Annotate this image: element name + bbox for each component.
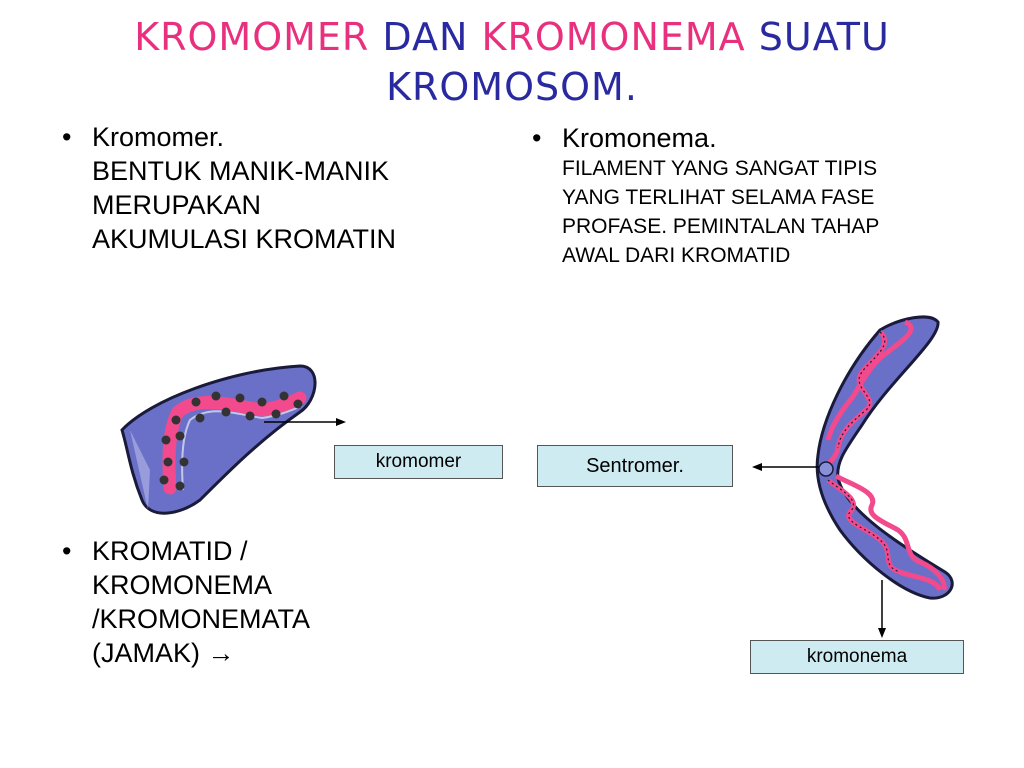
sentromer-point [818,461,834,477]
title-word-suatu: SUATU [758,15,890,59]
kromonema-heading: Kromonema. [562,123,717,153]
kromomer-line-2: MERUPAKAN [92,190,262,220]
kromonema-spiral-outline [827,331,901,573]
kromonema-line-3: PROFASE. PEMINTALAN TAHAP [562,215,880,238]
slide-title: KROMOMER DAN KROMONEMA SUATU KROMOSOM. [40,12,984,112]
kromatid-line-4: (JAMAK) → [92,638,235,668]
bullet-kromatid: • KROMATID / KROMONEMA /KROMONEMATA (JAM… [62,534,462,670]
title-word-kromomer: KROMOMER [134,15,370,59]
kromomer-beads [159,391,303,491]
kromatid-line-3: /KROMONEMATA [92,604,311,634]
kromomer-thread [162,391,307,495]
kromatid-line-1: KROMATID / [92,536,248,566]
kromatid-line-2: KROMONEMA [92,570,273,600]
kromomer-highlight [130,430,150,510]
kromomer-line-3: AKUMULASI KROMATIN [92,224,397,254]
kromonema-line-4: AWAL DARI KROMATID [562,244,791,267]
title-word-kromonema: KROMONEMA [481,15,746,59]
kromomer-arrow-head [336,418,346,426]
title-word-dan: DAN [382,15,469,59]
kromomer-heading: Kromomer. [92,122,225,152]
bullet-dot: • [62,536,72,566]
kromonema-line-2: YANG TERLIHAT SELAMA FASE [562,186,875,209]
kromonema-body [815,315,954,600]
bullet-kromomer: • Kromomer. BENTUK MANIK-MANIK MERUPAKAN… [62,120,502,256]
kromomer-thread-highlight [181,405,303,491]
label-kromomer: kromomer [334,445,503,479]
kromomer-line-1: BENTUK MANIK-MANIK [92,156,390,186]
kromonema-line-1: FILAMENT YANG SANGAT TIPIS [562,157,878,180]
bullet-kromonema: • Kromonema. FILAMENT YANG SANGAT TIPIS … [532,122,992,270]
sentromer-arrow-head [752,463,762,471]
label-kromonema: kromonema [750,640,964,674]
kromonema-arrow-head [878,628,886,638]
label-sentromer: Sentromer. [537,445,733,487]
bullet-dot: • [532,123,542,153]
title-word-kromosom: KROMOSOM. [386,65,638,109]
bullet-dot: • [62,122,72,152]
